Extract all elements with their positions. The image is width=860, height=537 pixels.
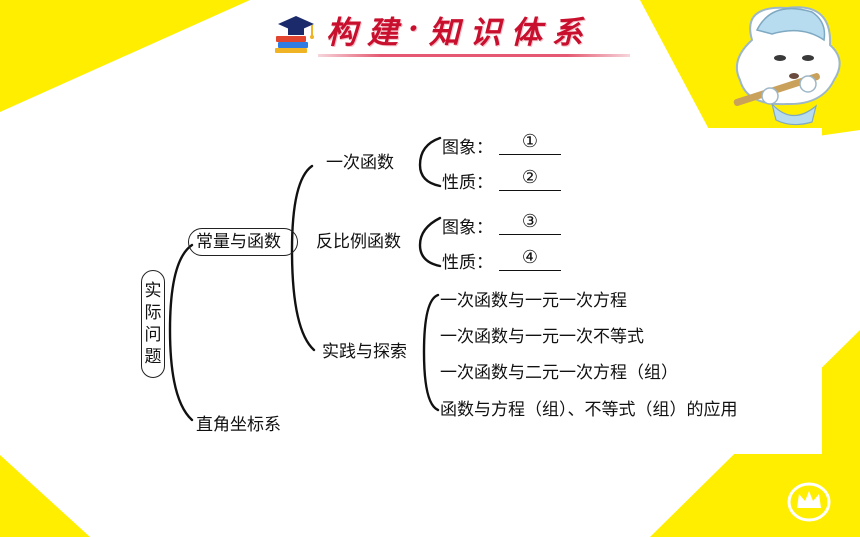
practice-item: 函数与方程（组）、不等式（组）的应用 <box>440 400 738 420</box>
practice-item: 一次函数与二元一次方程（组） <box>440 363 678 383</box>
label-linear-image: 图象： <box>442 138 493 158</box>
title-char: 建 <box>367 14 402 51</box>
title-char: 识 <box>469 14 505 51</box>
brace-linear <box>418 136 442 188</box>
title-char: 构 <box>326 14 361 51</box>
node-coordinate-system: 直角坐标系 <box>196 415 281 435</box>
title-char: 知 <box>428 14 464 51</box>
root-char: 题 <box>144 347 162 367</box>
yellow-band-left <box>0 0 250 112</box>
blank-4: ④ <box>499 248 561 271</box>
page-title: 构 建 · 知 识 体 系 <box>326 6 587 52</box>
label-linear-property: 性质： <box>442 173 493 193</box>
yellow-band-bottom-left <box>0 455 90 537</box>
title-char: · <box>408 11 423 47</box>
blank-1: ① <box>499 132 561 155</box>
root-char: 问 <box>144 325 162 345</box>
node-inverse-function: 反比例函数 <box>316 232 401 252</box>
title-char: 系 <box>551 14 587 51</box>
node-quantity-function-box <box>188 228 298 256</box>
mascot-illustration <box>733 6 841 126</box>
title-underline <box>318 54 630 57</box>
root-char: 实 <box>144 281 162 301</box>
brace-level1 <box>290 164 316 352</box>
root-node: 实 际 问 题 <box>142 280 164 368</box>
blank-3: ③ <box>499 212 561 235</box>
graduation-cap-icon <box>275 16 314 53</box>
brace-inverse <box>418 216 442 268</box>
node-linear-function: 一次函数 <box>326 153 394 173</box>
node-practice: 实践与探索 <box>322 342 407 362</box>
label-inverse-image: 图象： <box>442 218 493 238</box>
title-char: 体 <box>510 14 546 51</box>
practice-item: 一次函数与一元一次不等式 <box>440 327 644 347</box>
node-quantity-function: 常量与函数 <box>196 232 281 252</box>
crown-emblem-icon <box>787 482 831 522</box>
root-char: 际 <box>144 303 162 323</box>
label-inverse-property: 性质： <box>442 253 493 273</box>
root-node-box <box>141 270 165 378</box>
white-panel <box>118 128 822 454</box>
brace-root <box>168 243 194 422</box>
practice-item: 一次函数与一元一次方程 <box>440 291 627 311</box>
blank-2: ② <box>499 168 561 191</box>
brace-practice <box>422 293 440 412</box>
